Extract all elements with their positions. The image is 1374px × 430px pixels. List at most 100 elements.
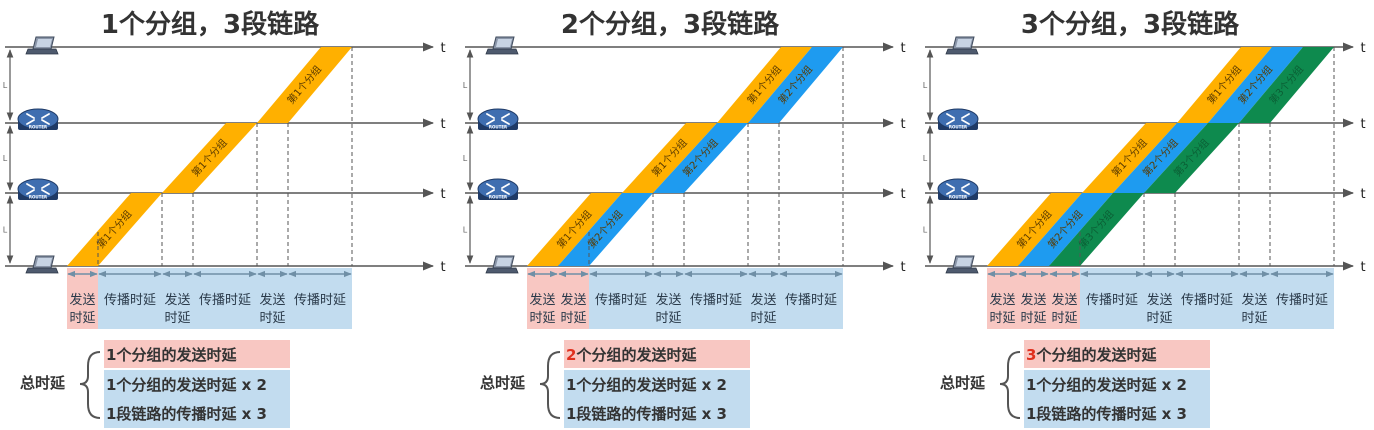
packet-band	[67, 193, 162, 266]
send-delay-label-2: 时延	[750, 311, 776, 326]
router-icon: ROUTER	[477, 108, 519, 130]
total-line1-count: 2	[566, 346, 576, 364]
send-delay-bar	[1239, 268, 1270, 329]
send-delay-label-2: 时延	[1241, 311, 1267, 326]
laptop-icon	[945, 36, 979, 55]
send-delay-label: 发送	[655, 292, 681, 308]
distance-label: L	[923, 81, 928, 90]
prop-delay-bar	[98, 268, 162, 329]
time-axis-label: t	[440, 260, 445, 275]
send-delay-label-2: 时延	[1051, 311, 1077, 326]
send-delay-label: 发送	[164, 292, 190, 308]
packet-band	[717, 47, 812, 123]
prop-delay-label: 传播时延	[595, 293, 647, 308]
router-icon: ROUTER	[937, 178, 979, 200]
packet-band	[1177, 47, 1272, 123]
laptop-icon	[485, 255, 519, 274]
prop-delay-bar	[288, 268, 352, 329]
total-line2-box	[564, 370, 750, 428]
packet-band	[162, 123, 257, 193]
prop-delay-label: 传播时延	[1086, 293, 1138, 308]
send-delay-label: 发送	[259, 292, 285, 308]
total-line2-box	[1024, 370, 1210, 428]
router-label: ROUTER	[489, 125, 507, 130]
total-line3: 1段链路的传播时延 x 3	[106, 405, 267, 423]
laptop-icon	[945, 255, 979, 274]
total-line1-box	[104, 340, 290, 368]
packet-band	[1239, 47, 1334, 123]
send-delay-label: 发送	[1146, 292, 1172, 308]
send-delay-bar	[748, 268, 779, 329]
send-delay-label-2: 时延	[655, 311, 681, 326]
total-line1: 3个分组的发送时延	[1026, 346, 1157, 364]
distance-label: L	[3, 154, 8, 163]
laptop-icon	[485, 36, 519, 55]
packet-band	[1113, 123, 1208, 193]
packet-band	[987, 193, 1082, 266]
send-delay-label-2: 时延	[69, 311, 95, 326]
send-delay-label: 发送	[560, 292, 586, 308]
packet-band	[1049, 193, 1144, 266]
send-delay-label-2: 时延	[560, 311, 586, 326]
time-axis-label: t	[1360, 117, 1365, 132]
send-delay-label: 发送	[69, 292, 95, 308]
packet-band	[257, 47, 352, 123]
send-delay-label: 发送	[1051, 292, 1077, 308]
packet-band	[558, 193, 653, 266]
total-delay-label: 总时延	[940, 374, 986, 392]
router-label: ROUTER	[949, 195, 967, 200]
distance-label: L	[463, 81, 468, 90]
total-line1: 2个分组的发送时延	[566, 346, 697, 364]
send-delay-label-2: 时延	[1020, 311, 1046, 326]
prop-delay-bar	[193, 268, 257, 329]
packet-band	[1144, 123, 1239, 193]
prop-delay-label: 传播时延	[1181, 293, 1233, 308]
send-delay-bar	[1018, 268, 1049, 329]
send-delay-bar	[558, 268, 589, 329]
total-line1-text: 个分组的发送时延	[115, 346, 237, 364]
total-line1: 1个分组的发送时延	[106, 346, 237, 364]
prop-delay-bar	[684, 268, 748, 329]
send-delay-bar	[527, 268, 558, 329]
send-delay-bar	[162, 268, 193, 329]
prop-delay-bar	[1175, 268, 1239, 329]
send-delay-bar	[987, 268, 1018, 329]
total-line1-text: 个分组的发送时延	[575, 346, 697, 364]
laptop-icon	[25, 36, 59, 55]
panel-title: 1个分组，3段链路	[101, 9, 320, 40]
time-axis-label: t	[900, 260, 905, 275]
distance-label: L	[463, 154, 468, 163]
send-delay-bar	[653, 268, 684, 329]
router-icon: ROUTER	[17, 108, 59, 130]
prop-delay-bar	[1270, 268, 1334, 329]
distance-label: L	[463, 226, 468, 235]
prop-delay-label: 传播时延	[294, 293, 346, 308]
total-delay-label: 总时延	[480, 374, 526, 392]
send-delay-label-2: 时延	[164, 311, 190, 326]
total-line1-box	[564, 340, 750, 368]
time-axis-label: t	[440, 41, 445, 56]
prop-delay-bar	[589, 268, 653, 329]
prop-delay-bar	[779, 268, 843, 329]
total-line2: 1个分组的发送时延 x 2	[566, 376, 727, 394]
router-label: ROUTER	[29, 195, 47, 200]
packet-band	[1018, 193, 1113, 266]
time-axis-label: t	[440, 117, 445, 132]
send-delay-label: 发送	[750, 292, 776, 308]
time-axis-label: t	[900, 117, 905, 132]
router-label: ROUTER	[489, 195, 507, 200]
send-delay-bar	[1049, 268, 1080, 329]
total-line1-count: 1	[106, 346, 116, 364]
prop-delay-bar	[1080, 268, 1144, 329]
router-label: ROUTER	[29, 125, 47, 130]
send-delay-label-2: 时延	[989, 311, 1015, 326]
total-line2-box	[104, 370, 290, 428]
distance-label: L	[3, 226, 8, 235]
send-delay-bar	[257, 268, 288, 329]
time-axis-label: t	[1360, 187, 1365, 202]
send-delay-label: 发送	[989, 292, 1015, 308]
total-line1-count: 3	[1026, 346, 1036, 364]
time-axis-label: t	[900, 41, 905, 56]
prop-delay-label: 传播时延	[1276, 293, 1328, 308]
